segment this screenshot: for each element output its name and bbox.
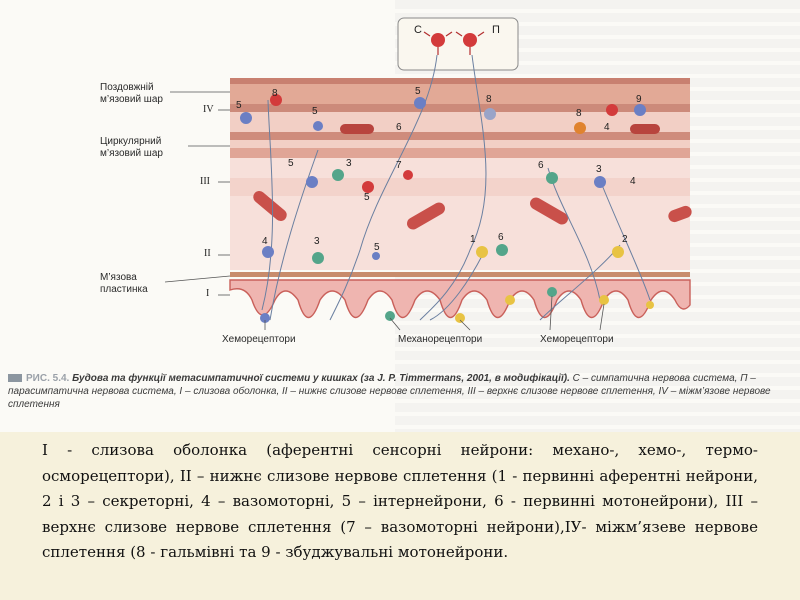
neuron-number: 5 — [288, 158, 294, 169]
neuron-number: 6 — [538, 160, 544, 171]
neuron-number: 5 — [415, 86, 421, 97]
neuron-number: 7 — [396, 160, 402, 171]
neuron-number: 4 — [630, 176, 636, 187]
ans-neurons — [423, 31, 485, 55]
chemoreceptors-left-label: Хеморецептори — [222, 334, 296, 345]
neuron-number: 3 — [596, 164, 602, 175]
neuron-number: 4 — [262, 236, 268, 247]
muscularis-mucosae-label: М’язова пластинка — [100, 272, 148, 295]
neuron-number: 5 — [312, 106, 318, 117]
mechanoreceptors-label: Механорецептори — [398, 334, 483, 345]
figure-number: РИС. 5.4. — [26, 373, 70, 384]
neuron-number: 9 — [636, 94, 642, 105]
ans-box — [397, 17, 519, 71]
circular-layer-label: Циркулярний м’язовий шар — [100, 136, 163, 159]
neuron-number: 4 — [604, 122, 610, 133]
neuron-number: 6 — [396, 122, 402, 133]
figure-caption: РИС. 5.4. Будова та функції метасимпатич… — [8, 372, 788, 411]
neuron-number: 8 — [272, 88, 278, 99]
neuron-number: 8 — [486, 94, 492, 105]
neuron-cells — [240, 94, 654, 323]
roman-iii: III — [200, 176, 210, 187]
parasympathetic-label: П — [492, 24, 500, 36]
roman-i: I — [206, 288, 210, 299]
figure-area: С П Поздовжній м’язовий шар Циркулярний … — [0, 0, 800, 432]
mucosa-villi — [229, 279, 691, 319]
legend-text: І - слизова оболонка (аферентні сенсорні… — [42, 441, 758, 561]
sympathetic-label: С — [414, 24, 422, 36]
chemoreceptors-right-label: Хеморецептори — [540, 334, 614, 345]
roman-iv: IV — [203, 104, 214, 115]
figure-title: Будова та функції метасимпатичної систем… — [72, 373, 570, 384]
neuron-number: 8 — [576, 108, 582, 119]
neuron-number: 5 — [236, 100, 242, 111]
longitudinal-layer-label: Поздовжній м’язовий шар — [100, 82, 163, 105]
neuron-number: 5 — [374, 242, 380, 253]
figure-caption-text: С – симпатична нервова система, П – пара… — [8, 373, 771, 410]
neuron-number: 5 — [364, 192, 370, 203]
neuron-number: 2 — [622, 234, 628, 245]
caption-marker-icon — [8, 374, 22, 383]
neuron-number: 3 — [346, 158, 352, 169]
leader-lines — [164, 91, 605, 331]
muscularis-mucosae — [230, 272, 690, 277]
blood-vessels — [253, 124, 692, 230]
neuron-number: 3 — [314, 236, 320, 247]
intestine-diagram — [164, 17, 692, 331]
roman-ii: II — [204, 248, 211, 259]
neuron-number: 1 — [470, 234, 476, 245]
neuron-number: 6 — [498, 232, 504, 243]
